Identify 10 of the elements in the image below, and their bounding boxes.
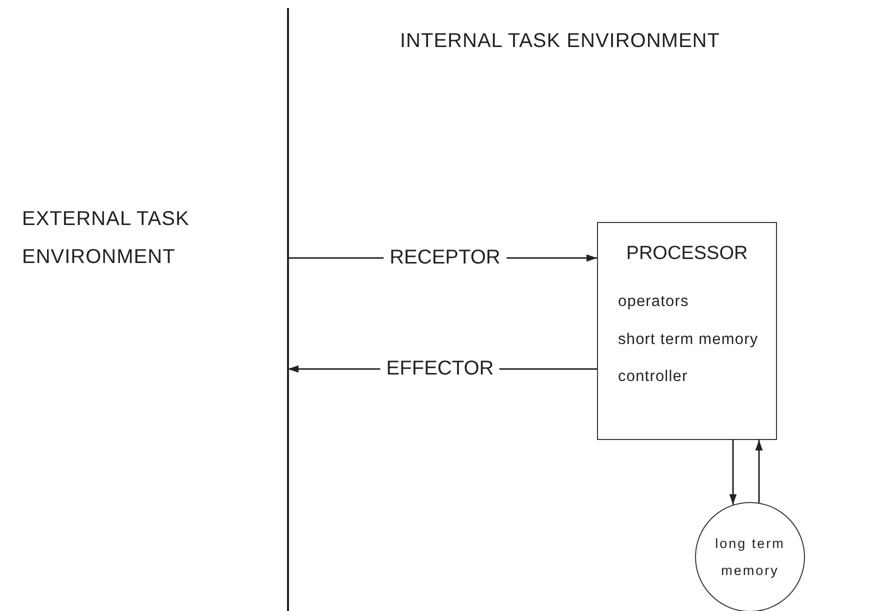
box-item-text: operators — [618, 293, 689, 311]
node-label: long term memory — [715, 535, 785, 580]
region-label: INTERNAL TASK ENVIRONMENT — [400, 29, 721, 54]
processor-box — [597, 222, 777, 440]
box-item-text: short term memory — [618, 331, 758, 349]
region-label: EXTERNAL TASK ENVIRONMENT — [22, 207, 190, 270]
box-item-text: controller — [618, 368, 688, 386]
box-heading: PROCESSOR — [625, 243, 749, 265]
arrow — [729, 440, 737, 505]
arrow — [755, 440, 763, 503]
